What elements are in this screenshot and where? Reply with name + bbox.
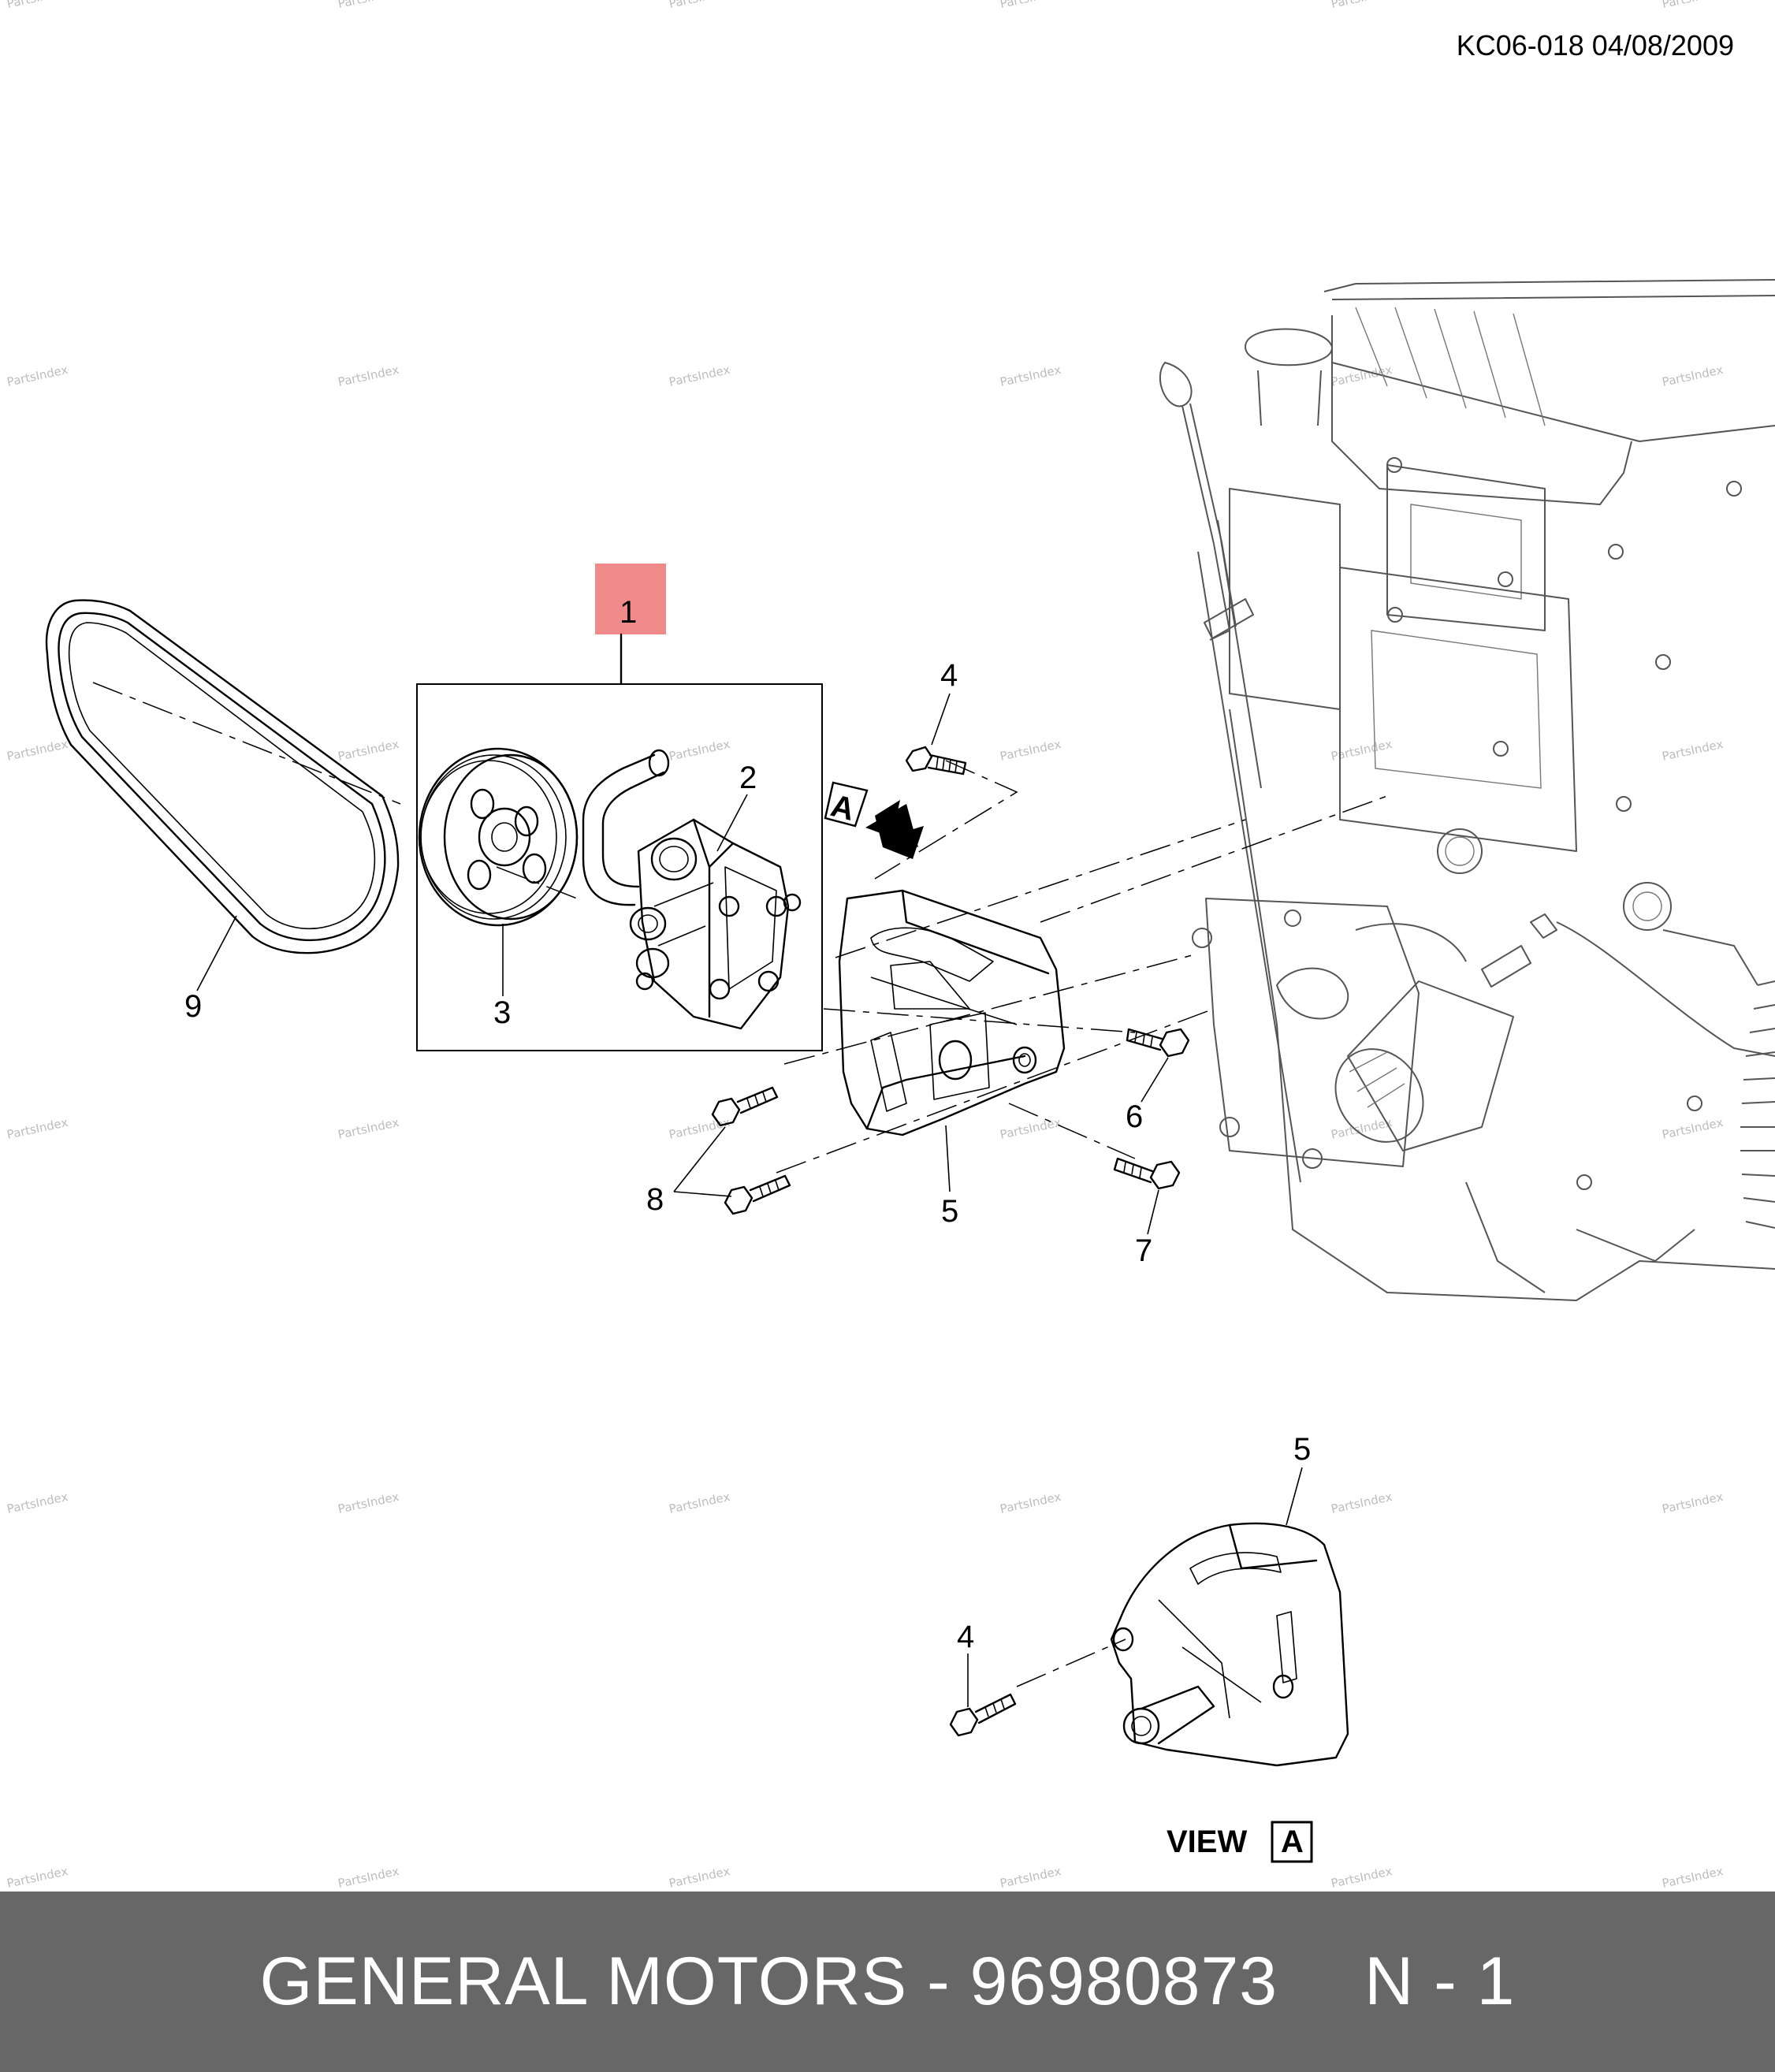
callout-6: 6 [1126,1099,1143,1134]
watermark-text: PartsIndex [1330,0,1394,11]
assembly-centerlines [92,682,1388,1687]
bolt-part-8-lower [724,1174,791,1215]
watermark-text: PartsIndex [668,737,731,764]
watermark-text: PartsIndex [1661,1115,1725,1142]
view-a-bracket-part-5 [1110,1522,1349,1767]
watermark-text: PartsIndex [6,1490,69,1516]
watermark-text: PartsIndex [668,1490,731,1516]
watermark-text: PartsIndex [6,737,69,764]
watermark-text: PartsIndex [1330,1490,1394,1516]
watermark-text: PartsIndex [6,1115,69,1142]
watermark-text: PartsIndex [999,1115,1062,1142]
callout-8-leader [673,1126,732,1197]
view-label: VIEW [1167,1825,1247,1859]
watermark-text: PartsIndex [999,737,1062,764]
callout-5-view-leader [1286,1467,1303,1526]
watermark-text: PartsIndex [337,1864,400,1891]
callout-2-leader [716,794,748,852]
callout-5-main: 5 [941,1194,958,1229]
assembly-frame [416,683,823,1051]
footer-brand-part-number: GENERAL MOTORS - 96980873 [259,1944,1278,2019]
drive-belt-part-9 [45,599,400,954]
watermark-text: PartsIndex [1661,1490,1725,1516]
callout-9: 9 [184,989,202,1024]
watermark-text: PartsIndex [6,0,69,11]
callout-7-leader [1147,1189,1159,1235]
watermark-text: PartsIndex [1661,363,1725,389]
watermark-text: PartsIndex [337,737,400,764]
bracket-part-5-main [838,889,1066,1136]
view-box [1271,1821,1313,1863]
watermark-text: PartsIndex [999,1490,1062,1516]
pulley-part-3 [418,747,579,927]
watermark-text: PartsIndex [6,1864,69,1891]
watermark-text: PartsIndex [668,0,731,11]
footer-position: N - 1 [1364,1944,1516,2019]
watermark-text: PartsIndex [1330,1864,1394,1891]
bolt-part-4-view [949,1693,1017,1737]
bolt-part-6 [1126,1028,1190,1058]
view-box-label: A [1281,1825,1304,1859]
watermark-text: PartsIndex [337,363,400,389]
callout-4-view: 4 [957,1620,974,1654]
callout-1-highlight [595,564,666,634]
watermark-text: PartsIndex [668,363,731,389]
bolt-part-4-top [905,746,967,776]
callout-5-main-leader [945,1125,951,1192]
callout-1: 1 [620,595,637,630]
watermark-text: PartsIndex [668,1115,731,1142]
callout-3: 3 [493,995,511,1030]
callout-2: 2 [739,761,757,795]
watermark-text: PartsIndex [668,1864,731,1891]
watermark-text: PartsIndex [1661,1864,1725,1891]
watermark-text: PartsIndex [6,363,69,389]
callout-8: 8 [646,1182,664,1217]
watermark-text: PartsIndex [999,363,1062,389]
power-steering-pump-part-2 [582,749,802,1030]
watermark-text: PartsIndex [1661,0,1725,11]
watermark-text: PartsIndex [337,1490,400,1516]
callout-7: 7 [1135,1233,1152,1268]
callout-9-leader [196,915,237,991]
callout-4-top: 4 [940,658,958,693]
callout-6-leader [1141,1057,1169,1103]
watermark-text: PartsIndex [1661,737,1725,764]
engine-block-illustration [1159,279,1775,1301]
watermark-text: PartsIndex [999,1864,1062,1891]
bolt-part-7 [1113,1157,1181,1190]
footer-bar: GENERAL MOTORS - 96980873 N - 1 [0,1892,1775,2072]
watermark-text: PartsIndex [999,0,1062,11]
watermark-text: PartsIndex [337,0,400,11]
bolt-part-8-upper [711,1086,779,1127]
callout-5-view: 5 [1293,1432,1311,1467]
callout-4-top-leader [931,693,951,746]
watermark-text: PartsIndex [337,1115,400,1142]
reference-code: KC06-018 04/08/2009 [1457,29,1734,61]
view-a-direction-arrow: A [824,781,924,859]
